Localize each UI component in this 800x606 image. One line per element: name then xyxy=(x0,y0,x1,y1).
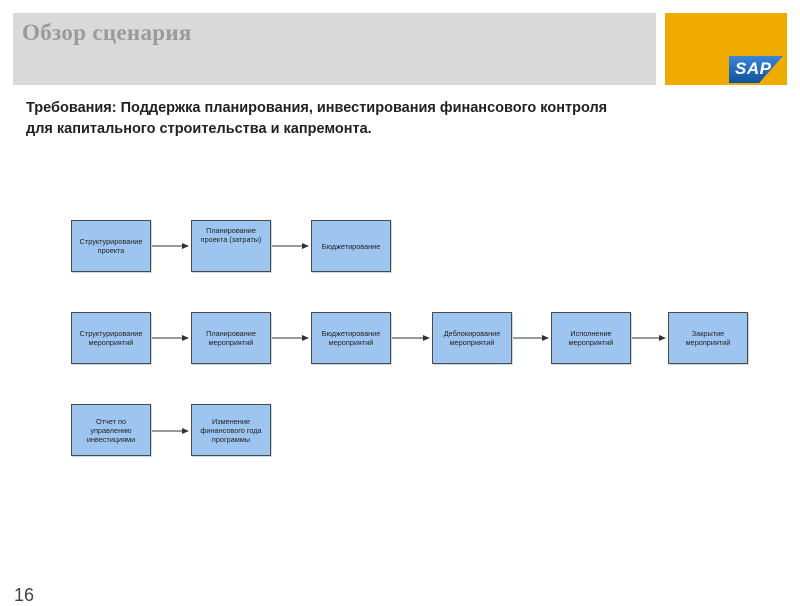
node-measures-closing: Закрытие мероприятий xyxy=(668,312,748,364)
node-measures-planning: Планирование мероприятий xyxy=(191,312,271,364)
node-measures-execution: Исполнение мероприятий xyxy=(551,312,631,364)
sap-logo: SAP xyxy=(729,56,783,83)
node-measures-budgeting: Бюджетирование мероприятий xyxy=(311,312,391,364)
node-measures-structuring: Структурирование мероприятий xyxy=(71,312,151,364)
node-measures-release: Деблокирование мероприятий xyxy=(432,312,512,364)
header-bar xyxy=(13,13,656,85)
sap-logo-shape xyxy=(729,56,783,83)
node-investment-report: Отчет по управлению инвестициями xyxy=(71,404,151,456)
page-number: 16 xyxy=(14,585,35,605)
logo-text: SAP xyxy=(735,59,772,78)
node-project-planning-costs: Планирование проекта (затраты) xyxy=(191,220,271,272)
node-fiscal-year-change: Изменение финансового года программы xyxy=(191,404,271,456)
node-budgeting: Бюджетирование xyxy=(311,220,391,272)
requirements-line-2: для капитального строительства и капремо… xyxy=(26,121,372,137)
requirements-line-1: Требования: Поддержка планирования, инве… xyxy=(26,100,608,116)
page-title: Обзор сценария xyxy=(22,20,192,45)
node-project-structuring: Структурирование проекта xyxy=(71,220,151,272)
sap-logo-area: SAP xyxy=(665,13,787,85)
requirements-text: Требования: Поддержка планирования, инве… xyxy=(26,98,766,140)
